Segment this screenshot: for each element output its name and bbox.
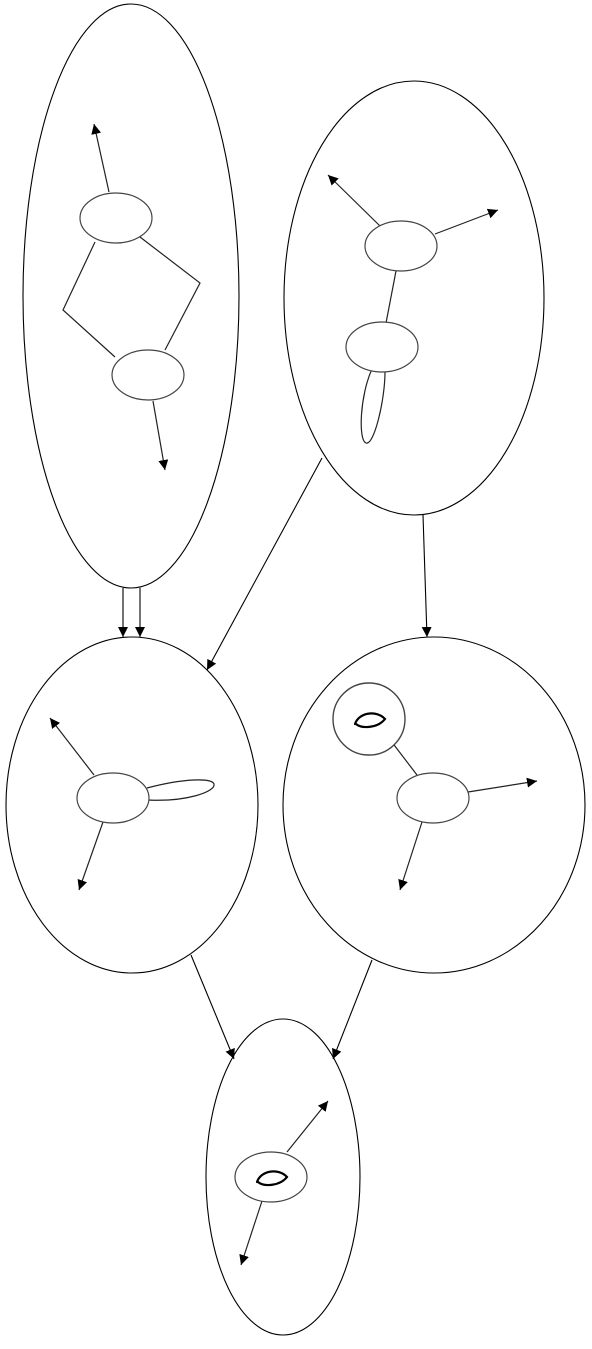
inner-edge: [152, 400, 169, 471]
inner-node: [111, 349, 185, 401]
cluster-middle-right-outline: [282, 636, 586, 974]
inner-edge: [467, 777, 538, 793]
inner-edge: [49, 717, 95, 776]
inner-edge: [286, 1100, 329, 1153]
edge-middle-right-to-bottom: [332, 959, 373, 1060]
cluster-bottom: [205, 1018, 361, 1336]
inner-edge: [77, 821, 104, 891]
inner-edge: [327, 174, 381, 227]
self-loop: [146, 779, 215, 801]
inner-node: [364, 220, 438, 272]
inner-edge: [398, 821, 423, 891]
eye-glyph: [255, 1170, 289, 1187]
inner-edge: [91, 123, 110, 193]
inner-edge: [62, 241, 116, 358]
cluster-top-right-outline: [283, 80, 545, 516]
eye-glyph: [353, 712, 387, 729]
cluster-top-left: [22, 3, 240, 589]
inner-node: [332, 682, 406, 756]
cluster-bottom-outline: [205, 1018, 361, 1336]
cluster-edges: [118, 457, 432, 1060]
self-loop: [360, 368, 386, 444]
inner-node: [234, 1151, 308, 1203]
edge-top-right-to-middle-right: [421, 514, 432, 638]
cluster-middle-left-outline: [5, 636, 259, 974]
cluster-top-left-outline: [22, 3, 240, 589]
inner-edge: [434, 208, 499, 235]
inner-node: [76, 772, 150, 824]
inner-node: [345, 321, 419, 373]
cluster-middle-right: [282, 636, 586, 974]
inner-edge: [139, 236, 201, 351]
cluster-middle-left: [5, 636, 259, 974]
inner-edge: [385, 270, 397, 324]
cluster-top-right: [283, 80, 545, 516]
inner-node: [79, 192, 153, 244]
edge-top-right-to-middle-left: [206, 457, 323, 671]
inner-node: [396, 772, 470, 824]
inner-edge: [239, 1200, 263, 1266]
edge-middle-left-to-bottom: [190, 954, 235, 1060]
